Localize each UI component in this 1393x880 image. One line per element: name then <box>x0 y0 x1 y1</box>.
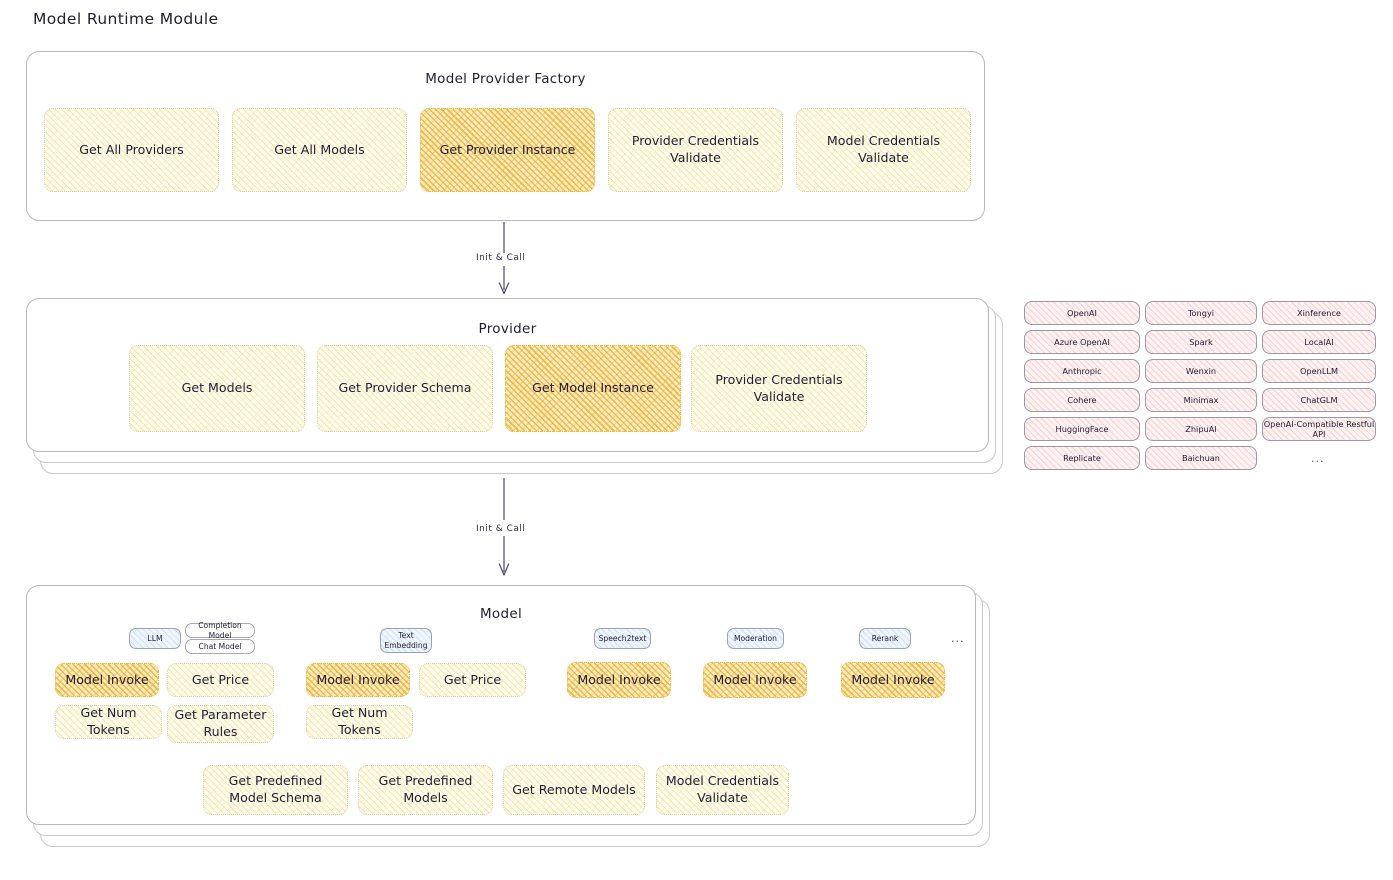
node-moderation-model-invoke[interactable]: Model Invoke <box>703 662 807 698</box>
node-get-provider-schema[interactable]: Get Provider Schema <box>317 345 493 432</box>
node-llm-get-num-tokens[interactable]: Get Num Tokens <box>55 705 162 739</box>
arrow-label-init-call-1: Init & Call <box>473 253 529 263</box>
arrow-label-init-call-2: Init & Call <box>473 524 529 534</box>
model-subtype-badge-chat-model[interactable]: Chat Model <box>185 639 255 654</box>
node-provider-credentials-validate[interactable]: Provider Credentials Validate <box>608 108 783 192</box>
model-card: Model <box>26 585 976 825</box>
model-type-badge-speech2text[interactable]: Speech2text <box>594 628 651 649</box>
model-groups-more-mark: ... <box>951 632 965 645</box>
provider-pill-zhipuai[interactable]: ZhipuAI <box>1145 417 1257 441</box>
provider-pill-azure-openai[interactable]: Azure OpenAI <box>1024 330 1140 354</box>
provider-pill-wenxin[interactable]: Wenxin <box>1145 359 1257 383</box>
provider-pill-openai[interactable]: OpenAI <box>1024 301 1140 325</box>
provider-pill-spark[interactable]: Spark <box>1145 330 1257 354</box>
node-get-provider-instance[interactable]: Get Provider Instance <box>420 108 595 192</box>
provider-pill-localai[interactable]: LocalAI <box>1262 330 1376 354</box>
model-type-badge-text-embedding[interactable]: Text Embedding <box>380 628 432 653</box>
node-get-all-models[interactable]: Get All Models <box>232 108 407 192</box>
model-subtype-badge-completion-model[interactable]: Completion Model <box>185 621 255 640</box>
node-provider-credentials-validate-2[interactable]: Provider Credentials Validate <box>691 345 867 432</box>
node-speech2text-model-invoke[interactable]: Model Invoke <box>567 662 671 698</box>
model-type-badge-moderation[interactable]: Moderation <box>727 628 784 649</box>
node-get-predefined-models[interactable]: Get Predefined Models <box>358 765 493 815</box>
provider-pill-huggingface[interactable]: HuggingFace <box>1024 417 1140 441</box>
arrow-provider-to-model <box>498 478 510 576</box>
model-provider-factory-title: Model Provider Factory <box>425 71 586 87</box>
model-type-badge-llm[interactable]: LLM <box>129 628 181 649</box>
node-text-embedding-get-price[interactable]: Get Price <box>419 663 526 697</box>
node-get-predefined-model-schema[interactable]: Get Predefined Model Schema <box>203 765 348 815</box>
node-get-model-instance[interactable]: Get Model Instance <box>505 345 681 432</box>
node-model-credentials-validate-2[interactable]: Model Credentials Validate <box>656 765 789 815</box>
provider-pill-cohere[interactable]: Cohere <box>1024 388 1140 412</box>
page-title: Model Runtime Module <box>33 10 219 28</box>
provider-pill-chatglm[interactable]: ChatGLM <box>1262 388 1376 412</box>
provider-pill-baichuan[interactable]: Baichuan <box>1145 446 1257 470</box>
provider-title: Provider <box>478 321 537 337</box>
node-text-embedding-get-num-tokens[interactable]: Get Num Tokens <box>306 705 413 739</box>
model-type-badge-rerank[interactable]: Rerank <box>859 628 911 649</box>
provider-pill-minimax[interactable]: Minimax <box>1145 388 1257 412</box>
node-llm-get-price[interactable]: Get Price <box>167 663 274 697</box>
provider-pill-xinference[interactable]: Xinference <box>1262 301 1376 325</box>
arrow-factory-to-provider <box>498 222 510 295</box>
model-title: Model <box>479 606 523 622</box>
node-get-models[interactable]: Get Models <box>129 345 305 432</box>
node-llm-model-invoke[interactable]: Model Invoke <box>55 663 159 697</box>
provider-list-more-mark: ... <box>1311 452 1325 465</box>
provider-pill-anthropic[interactable]: Anthropic <box>1024 359 1140 383</box>
node-text-embedding-model-invoke[interactable]: Model Invoke <box>306 663 410 697</box>
node-rerank-model-invoke[interactable]: Model Invoke <box>841 662 945 698</box>
provider-pill-openai-compatible-restful-api[interactable]: OpenAI-Compatible Restful API <box>1262 417 1376 441</box>
provider-pill-openllm[interactable]: OpenLLM <box>1262 359 1376 383</box>
provider-pill-tongyi[interactable]: Tongyi <box>1145 301 1257 325</box>
node-model-credentials-validate[interactable]: Model Credentials Validate <box>796 108 971 192</box>
node-get-all-providers[interactable]: Get All Providers <box>44 108 219 192</box>
node-get-remote-models[interactable]: Get Remote Models <box>503 765 645 815</box>
node-llm-get-parameter-rules[interactable]: Get Parameter Rules <box>167 705 274 743</box>
provider-pill-replicate[interactable]: Replicate <box>1024 446 1140 470</box>
